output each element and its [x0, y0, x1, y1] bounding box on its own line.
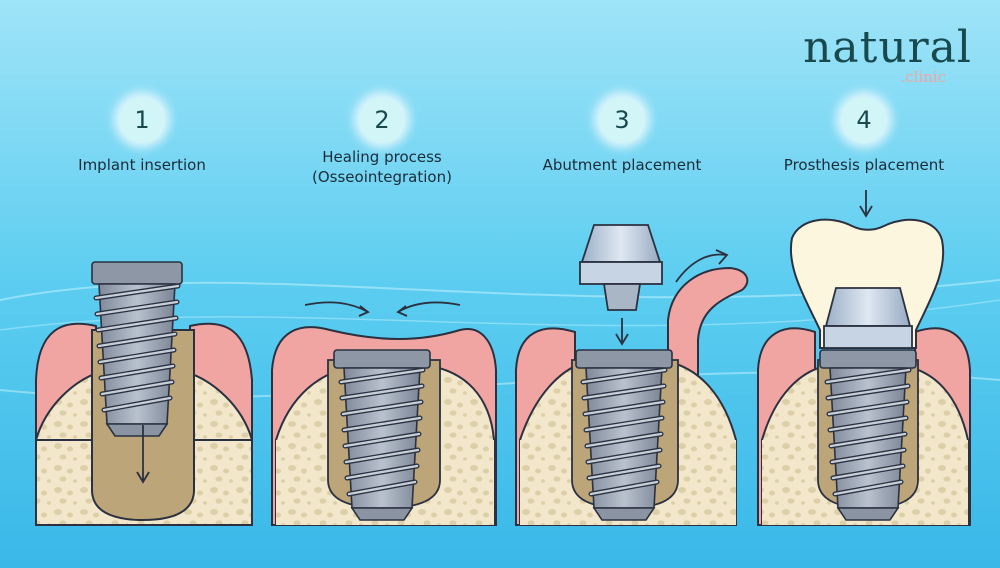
step-number: 3 [599, 97, 645, 143]
step-1: 1 Implant insertion [22, 97, 262, 175]
panel-4-prosthesis [757, 190, 971, 526]
step-number: 2 [359, 97, 405, 143]
brand-name: natural [803, 22, 972, 73]
panel-2-healing [271, 301, 497, 526]
step-2: 2 Healing process (Osseointegration) [262, 97, 502, 187]
step-label: Prosthesis placement [783, 156, 945, 174]
brand-subtitle: .clinic [900, 68, 946, 86]
panel-3-abutment [515, 224, 749, 526]
step-label: Abutment placement [542, 156, 702, 174]
step-number: 4 [841, 97, 887, 143]
brand-logo: natural .clinic [803, 22, 972, 87]
panel-1-implant-insertion [35, 261, 253, 526]
step-4: 4 Prosthesis placement [744, 97, 984, 175]
step-number: 1 [119, 97, 165, 143]
step-label: Implant insertion [78, 156, 206, 174]
step-3: 3 Abutment placement [502, 97, 742, 175]
step-label: Healing process (Osseointegration) [312, 148, 452, 186]
